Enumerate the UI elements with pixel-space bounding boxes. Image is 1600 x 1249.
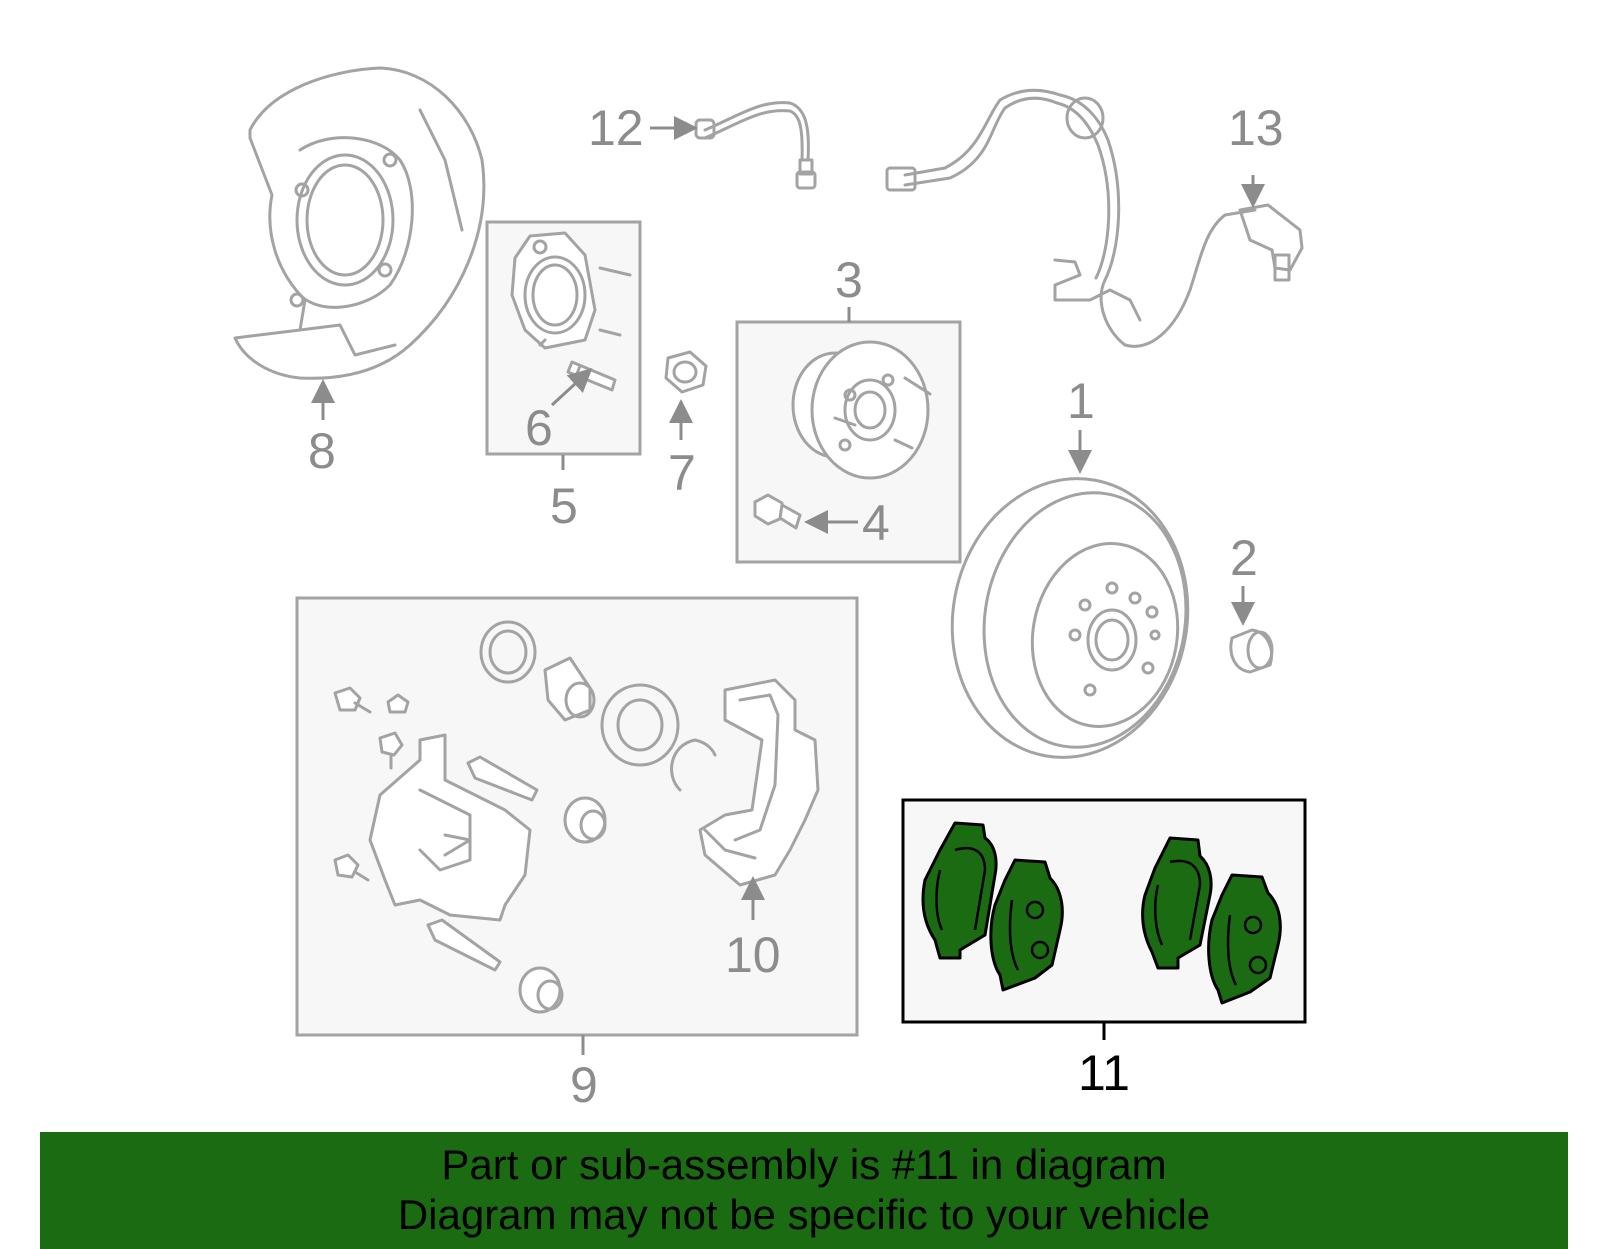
- callout-13: 13: [1228, 100, 1284, 156]
- banner-line-2: Diagram may not be specific to your vehi…: [397, 1191, 1211, 1238]
- callout-12: 12: [588, 100, 644, 156]
- dust-shield-part-8[interactable]: [233, 66, 486, 380]
- brake-pad-d[interactable]: [1207, 873, 1282, 1005]
- banner-line-1: Part or sub-assembly is #11 in diagram: [441, 1141, 1167, 1188]
- callout-8: 8: [308, 423, 336, 479]
- callout-3: 3: [835, 252, 863, 308]
- hub-bearing-part-3[interactable]: [791, 340, 932, 480]
- brake-rotor-part-1[interactable]: [930, 460, 1209, 776]
- plug-part-2[interactable]: [1229, 628, 1274, 674]
- brake-pads-part-11[interactable]: [921, 821, 1282, 1005]
- callout-6: 6: [525, 400, 553, 456]
- callout-1: 1: [1067, 373, 1095, 429]
- caliper-bracket-part-10[interactable]: [698, 678, 820, 887]
- brake-pad-c[interactable]: [1141, 836, 1213, 970]
- caliper-part-9[interactable]: [333, 620, 717, 1014]
- brake-pad-b[interactable]: [989, 858, 1064, 992]
- callout-2: 2: [1230, 530, 1258, 586]
- brake-hose-part-12[interactable]: [694, 101, 817, 190]
- callout-11: 11: [1078, 1045, 1130, 1101]
- leader-6: [550, 367, 593, 407]
- brake-pad-a[interactable]: [921, 821, 998, 960]
- callout-5: 5: [550, 478, 578, 534]
- callout-4: 4: [862, 495, 890, 551]
- abs-sensor-part-13[interactable]: [885, 88, 1304, 348]
- knuckle-part-5[interactable]: [510, 231, 632, 350]
- callout-9: 9: [570, 1057, 598, 1113]
- bolt-part-4[interactable]: [753, 493, 802, 530]
- info-banner: Part or sub-assembly is #11 in diagram D…: [40, 1132, 1568, 1249]
- callout-7: 7: [668, 445, 696, 501]
- hub-nut-part-7[interactable]: [664, 350, 708, 394]
- callout-10: 10: [725, 927, 781, 983]
